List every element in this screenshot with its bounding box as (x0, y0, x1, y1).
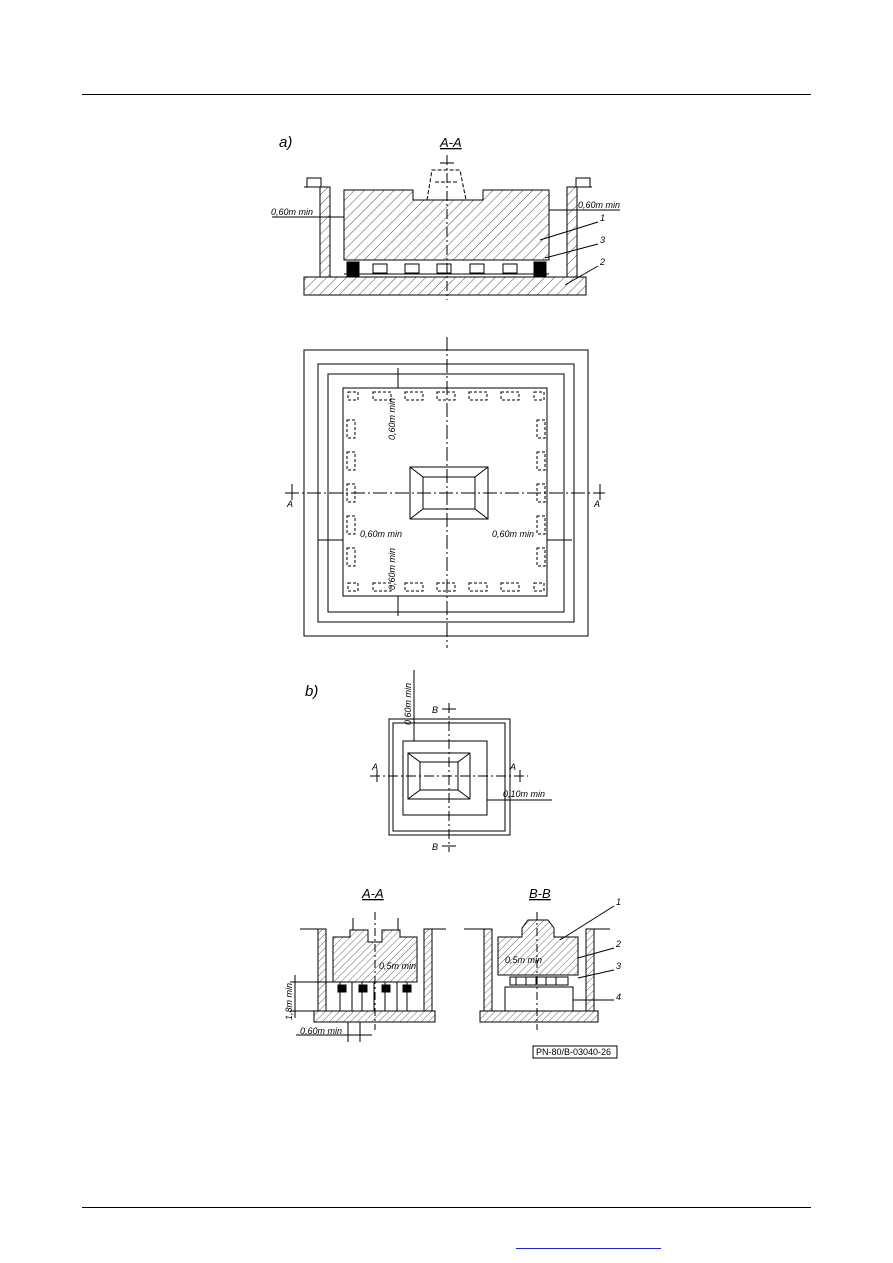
pb-cut-b-top: B (432, 705, 438, 715)
label-a: a) (279, 134, 292, 151)
edge-left (306, 177, 322, 188)
leader-2 (564, 265, 599, 286)
bb-leader-2 (577, 947, 615, 959)
aa-piers (339, 982, 408, 1011)
plan-dim-top: 0,60m min (387, 398, 397, 440)
bb-callout-1: 1 (616, 897, 621, 907)
plan-dim-bottom: 0,60m min (387, 548, 397, 590)
standard-code-box (532, 1045, 618, 1059)
callout-1: 1 (600, 213, 605, 223)
aa-wall-right (423, 928, 433, 1012)
pb-dim-top: 0,60m min (403, 683, 413, 725)
aa-dim-height: 1,8m min (284, 983, 294, 1020)
label-b: b) (305, 683, 318, 700)
bb-isolators (509, 976, 569, 986)
bb-base (479, 1010, 599, 1023)
bottom-aa-title: A-A (361, 886, 384, 901)
bb-callout-4: 4 (616, 992, 621, 1002)
leader-3 (544, 243, 599, 259)
section-aa-bottom: A-A 0,5m min 1,8m min 0,60m min (284, 886, 446, 1042)
part-b-plan: b) 0,60m min 0,10m min B B A A (305, 670, 552, 852)
callout-3: 3 (600, 235, 605, 245)
bb-leader-1 (559, 905, 615, 941)
bottom-bb-title: B-B (529, 886, 551, 901)
foundation-block (343, 189, 550, 261)
footer-link[interactable] (516, 1236, 661, 1249)
pb-cut-a-right: A (509, 762, 516, 772)
footer-rule (82, 1207, 811, 1208)
bb-callout-2: 2 (615, 939, 621, 949)
dim-left-text: 0,60m min (271, 207, 313, 217)
leader-1 (539, 221, 599, 241)
plan-view: A A 0,60m min 0,60m min 0,60m min 0,60m … (285, 337, 605, 648)
edge-right (575, 177, 591, 188)
pb-dim-right: 0,10m min (503, 789, 545, 799)
aa-dim-bottom: 0,60m min (300, 1026, 342, 1036)
pb-cut-b-bottom: B (432, 842, 438, 852)
aa-wall-left (317, 928, 327, 1012)
section-aa-title: A-A (439, 135, 462, 150)
base-slab (303, 276, 587, 296)
spring-isolators (344, 261, 549, 278)
pb-foundation (402, 740, 488, 816)
bb-foundation (497, 919, 579, 976)
callout-2: 2 (599, 257, 605, 267)
aa-dim-inner: 0,5m min (379, 961, 416, 971)
standard-code: PN-80/B-03040-26 (536, 1047, 611, 1057)
plan-dim-left: 0,60m min (360, 529, 402, 539)
bb-wall-left (483, 928, 493, 1012)
bb-callout-3: 3 (616, 961, 621, 971)
plan-dim-right: 0,60m min (492, 529, 534, 539)
section-bb-bottom: B-B 0,5m min 1 2 3 4 PN-80/B-03040-26 (464, 886, 621, 1059)
bb-leader-3 (577, 969, 615, 979)
dim-right-text: 0,60m min (578, 200, 620, 210)
machine-outline (426, 169, 467, 201)
section-aa-top: a) A-A 0,60m min (271, 134, 620, 300)
bb-wall-right (585, 928, 595, 1012)
pb-cut-a-left: A (371, 762, 378, 772)
bb-support (504, 986, 574, 1012)
bb-dim-inner: 0,5m min (505, 955, 542, 965)
plan-cut-left: A (286, 499, 293, 509)
pit-wall-left (319, 186, 331, 278)
header-rule (82, 94, 811, 95)
plan-cut-right: A (593, 499, 600, 509)
plan-foundation (342, 387, 548, 597)
pit-wall-right (566, 186, 578, 278)
plan-wall-inner (327, 373, 565, 613)
isolator-positions (346, 391, 546, 592)
